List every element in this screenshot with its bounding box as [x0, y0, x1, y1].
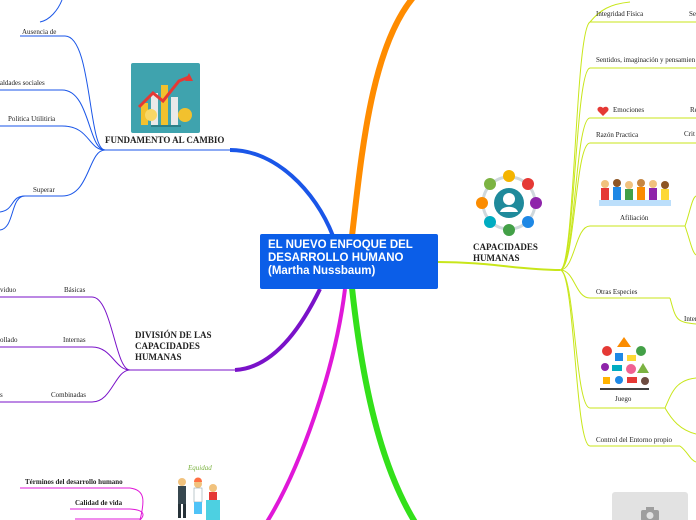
equity-people-icon: Equidad	[170, 460, 230, 520]
node-integridad-child[interactable]: Se	[689, 10, 696, 18]
node-control-entorno[interactable]: Control del Entorno propio	[596, 436, 673, 444]
node-basicas-child[interactable]: viduo	[0, 286, 16, 294]
image-placeholder	[612, 492, 688, 520]
node-juego[interactable]: Juego	[615, 395, 632, 403]
link-green-bottom	[349, 287, 418, 520]
node-razon-child[interactable]: Crit	[684, 130, 695, 138]
node-superar[interactable]: Superar	[33, 186, 55, 194]
node-combinadas-child[interactable]: s	[0, 391, 3, 399]
link-orange-top	[349, 0, 416, 237]
node-desigualdades[interactable]: Desigualdades sociales	[0, 79, 45, 87]
children-group-icon	[597, 176, 673, 210]
node-internas[interactable]: Internas	[63, 336, 86, 344]
node-afiliacion[interactable]: Afiliación	[620, 214, 649, 222]
node-emociones-child[interactable]: Re	[690, 106, 696, 114]
camera-placeholder-icon	[641, 507, 659, 520]
node-calidad-vida[interactable]: Calidad de vida	[75, 499, 123, 507]
node-terminos[interactable]: Términos del desarrollo humano	[25, 478, 123, 486]
node-integridad[interactable]: Integridad Física	[596, 10, 644, 18]
link-magenta-igualdad	[265, 288, 347, 520]
node-ausencia[interactable]: Ausencia de	[22, 28, 57, 36]
heart-icon	[597, 104, 609, 116]
branch-fundamento-title[interactable]: FUNDAMENTO AL CAMBIO	[105, 135, 225, 145]
play-toys-icon	[597, 335, 652, 391]
node-basicas[interactable]: Básicas	[64, 286, 86, 294]
node-combinadas[interactable]: Combinadas	[51, 391, 86, 399]
growth-chart-icon	[131, 63, 200, 133]
central-topic[interactable]: EL NUEVO ENFOQUE DEL DESARROLLO HUMANO (…	[260, 234, 438, 289]
node-emociones[interactable]: Emociones	[613, 106, 645, 114]
branch-capacidades-title[interactable]: CAPACIDADES HUMANAS	[473, 242, 538, 263]
human-capabilities-icon	[474, 168, 544, 238]
branch-division-title[interactable]: DIVISIÓN DE LAS CAPACIDADES HUMANAS	[135, 330, 212, 362]
node-politica[interactable]: Politica Utilitiria	[8, 115, 56, 123]
node-otras-especies[interactable]: Otras Especies	[596, 288, 638, 296]
node-sentidos[interactable]: Sentidos, imaginación y pensamien	[596, 56, 696, 64]
equity-image-caption: Equidad	[187, 464, 212, 472]
central-topic-title: EL NUEVO ENFOQUE DEL DESARROLLO HUMANO (…	[268, 239, 413, 277]
node-otras-especies-child[interactable]: Inter	[684, 315, 696, 323]
link-blue-fundamento	[229, 148, 335, 237]
link-lime-capacidades	[437, 261, 561, 271]
node-razon[interactable]: Razón Practica	[596, 131, 639, 139]
node-internas-child[interactable]: ollado	[0, 336, 18, 344]
link-purple-division	[234, 288, 322, 372]
